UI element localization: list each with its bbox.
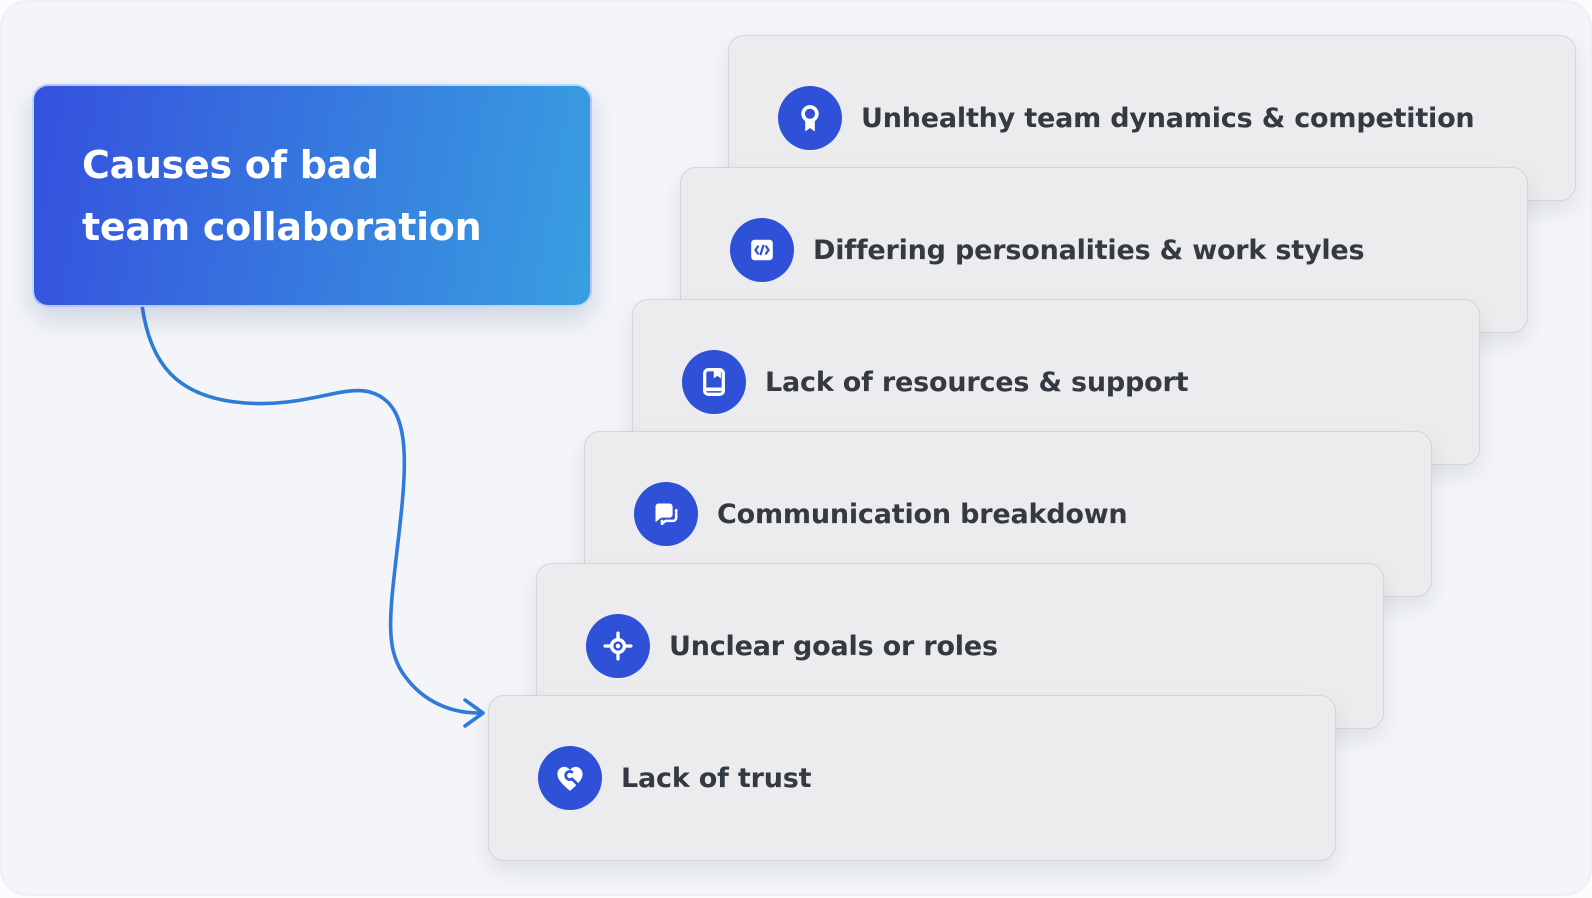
chat-bubbles-icon <box>634 482 698 546</box>
root-title-line1: Causes of bad <box>82 142 379 187</box>
target-icon <box>586 614 650 678</box>
cause-card-lack-of-trust[interactable]: Lack of trust <box>488 695 1336 861</box>
heart-handshake-icon <box>538 746 602 810</box>
cause-label: Lack of trust <box>621 762 812 794</box>
cause-label: Unhealthy team dynamics & competition <box>861 102 1475 134</box>
cause-label: Unclear goals or roles <box>669 630 998 662</box>
cause-label: Differing personalities & work styles <box>813 234 1365 266</box>
root-node-causes[interactable]: Causes of bad team collaboration <box>32 84 592 307</box>
arrowhead-icon <box>463 698 485 728</box>
code-icon <box>730 218 794 282</box>
cause-label: Lack of resources & support <box>765 366 1189 398</box>
cause-card-unhealthy-dynamics[interactable]: Unhealthy team dynamics & competition <box>728 35 1576 201</box>
cause-label: Communication breakdown <box>717 498 1128 530</box>
medal-icon <box>778 86 842 150</box>
book-icon <box>682 350 746 414</box>
root-title-line2: team collaboration <box>82 204 482 249</box>
